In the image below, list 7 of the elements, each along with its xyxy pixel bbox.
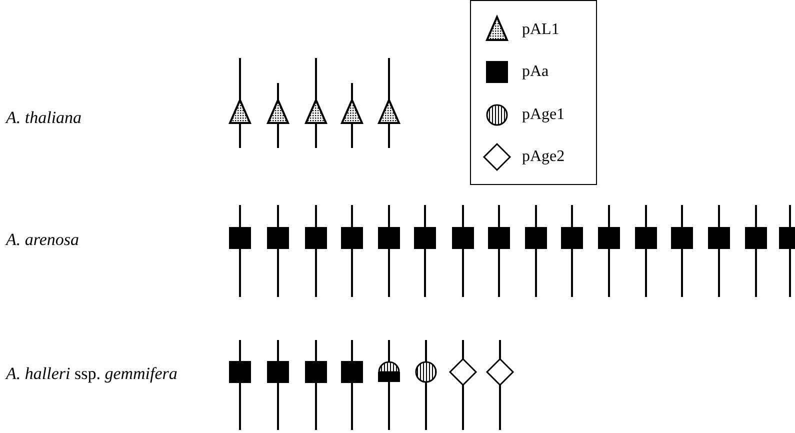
legend-label: pAa — [522, 63, 549, 81]
legend-label: pAL1 — [522, 21, 560, 39]
legend-label: pAge2 — [522, 148, 565, 166]
legend-label: pAge1 — [522, 106, 565, 124]
species-label: A. arenosa — [6, 230, 80, 250]
species-label: A. thaliana — [6, 108, 82, 128]
species-label: A. halleri ssp. gemmifera — [6, 364, 178, 384]
